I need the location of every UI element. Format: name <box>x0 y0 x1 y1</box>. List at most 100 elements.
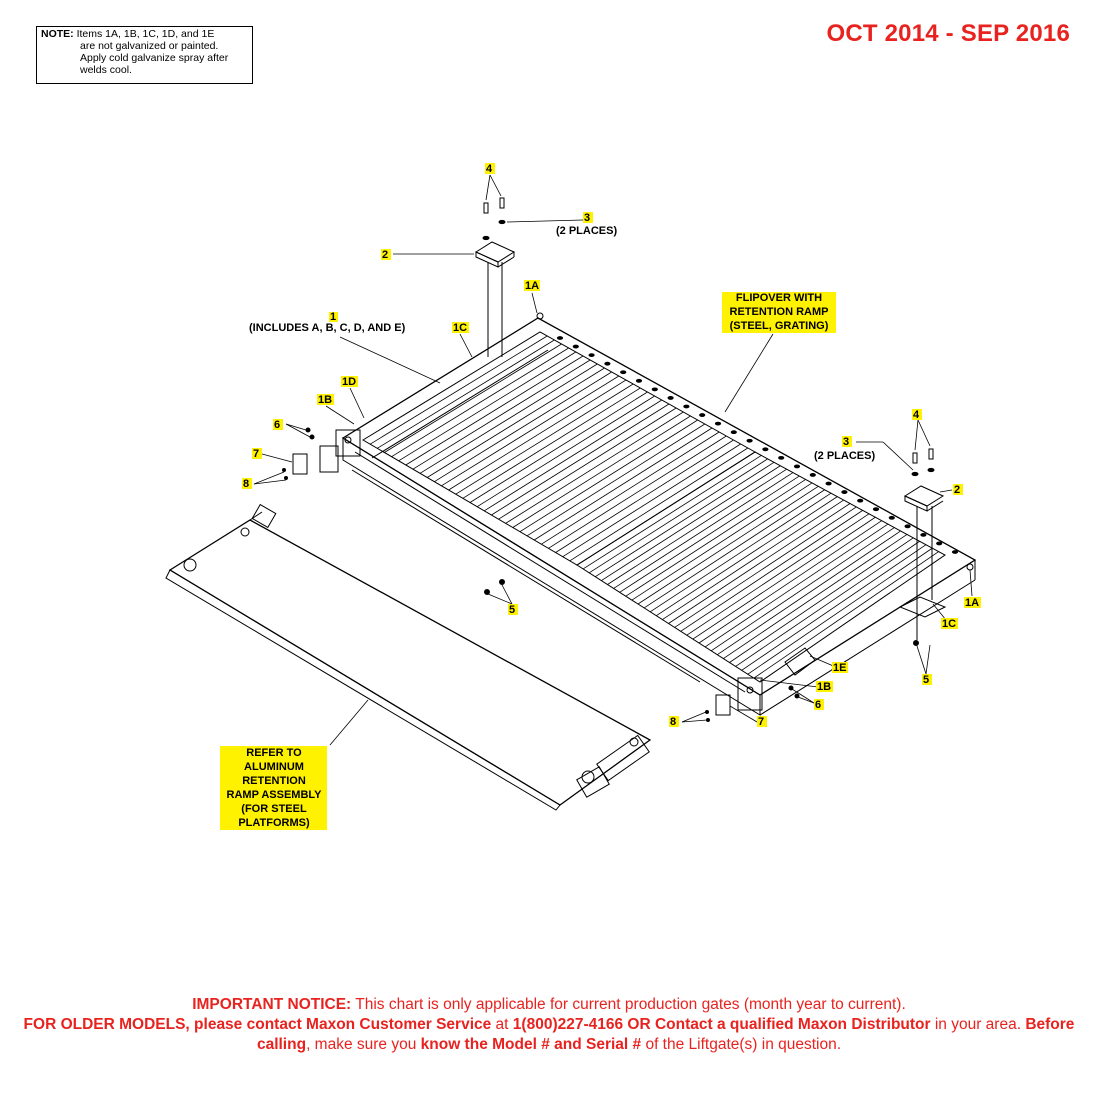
grating-bar <box>643 489 825 609</box>
grating-bar <box>637 485 819 605</box>
grating-bar <box>735 540 920 667</box>
note-text-4: welds cool. <box>80 64 132 76</box>
hinge-block-right <box>737 647 816 711</box>
notice-important-text: This chart is only applicable for curren… <box>351 996 906 1013</box>
svg-text:1E: 1E <box>833 662 846 674</box>
svg-text:4: 4 <box>486 163 493 175</box>
grating-bar <box>601 465 781 581</box>
svg-text:2: 2 <box>382 249 388 261</box>
svg-text:8: 8 <box>243 478 249 490</box>
callout-1b-left: 1B <box>317 394 334 406</box>
callout-5-right: 5 <box>922 674 932 686</box>
grating-bar <box>674 506 857 628</box>
grating-bar <box>426 367 605 478</box>
svg-text:3: 3 <box>584 212 590 224</box>
grating-bar <box>548 435 727 549</box>
grating-bar <box>455 383 634 495</box>
retention-hole <box>872 507 880 512</box>
grating-bar <box>680 510 863 632</box>
notice-make-sure: , make sure you <box>306 1036 421 1053</box>
grating-bar <box>484 399 663 512</box>
stop-block-left <box>282 427 315 480</box>
grating-bar <box>384 343 562 453</box>
retention-hole <box>809 473 816 477</box>
grating-bar <box>710 527 895 652</box>
svg-text:5: 5 <box>509 604 515 616</box>
grating-bar <box>656 496 838 617</box>
grating-bar <box>729 537 914 663</box>
retention-hole <box>730 430 737 435</box>
grating-bar <box>649 492 832 613</box>
retention-hole <box>857 498 864 503</box>
nuts-left <box>484 579 505 595</box>
retention-holes <box>556 336 959 554</box>
retention-hole <box>841 490 848 494</box>
note-box: NOTE: Items 1A, 1B, 1C, 1D, and 1E are n… <box>36 26 253 84</box>
grating-bar <box>469 391 648 503</box>
retention-hole <box>778 455 785 460</box>
grating-bar <box>519 419 698 533</box>
date-range-title: OCT 2014 - SEP 2016 <box>826 20 1070 47</box>
grating-bar <box>631 482 813 601</box>
grating-bar <box>541 431 720 545</box>
retention-hole <box>762 447 769 452</box>
notice-older-models: FOR OLDER MODELS, please contact Maxon C… <box>23 1016 492 1033</box>
grating-bar <box>607 468 787 585</box>
callout-8-right: 8 <box>669 716 679 728</box>
retention-hole <box>699 413 706 417</box>
spacer-plate-top <box>474 241 516 268</box>
grating-bar <box>698 520 882 644</box>
retention-hole <box>620 370 627 375</box>
grating-bar <box>613 472 794 589</box>
retention-hole <box>714 421 722 426</box>
note-label: NOTE: <box>41 28 74 40</box>
retention-hole <box>651 387 658 392</box>
callout-6-left: 6 <box>273 419 283 431</box>
grating-bar <box>569 447 749 562</box>
retention-hole <box>667 396 674 400</box>
retention-hole <box>793 464 801 469</box>
callout-1d: 1D <box>341 376 358 388</box>
grating-bar <box>704 523 889 648</box>
svg-text:RETENTION RAMP: RETENTION RAMP <box>730 306 829 318</box>
callout-7-right: 7 <box>757 716 767 728</box>
grating-bar <box>476 395 655 508</box>
notice-before-calling: Before calling <box>256 1016 1075 1053</box>
callout-7-left: 7 <box>252 448 262 460</box>
svg-text:REFER TO: REFER TO <box>246 747 302 759</box>
grating-bar <box>398 351 577 462</box>
svg-text:1C: 1C <box>453 322 467 334</box>
grating-bar <box>448 379 627 491</box>
grating-bar <box>625 479 806 597</box>
grating-bar <box>412 359 591 470</box>
svg-text:5: 5 <box>923 674 929 686</box>
grating-bar <box>562 443 741 558</box>
grating-bar <box>512 415 691 528</box>
callout-2-top: 2 <box>381 249 391 261</box>
svg-text:(STEEL, GRATING): (STEEL, GRATING) <box>730 320 829 332</box>
svg-text:3: 3 <box>843 436 849 448</box>
notice-phone: 1(800)227-4166 OR Contact a qualified Ma… <box>512 1016 931 1033</box>
grating-bar <box>462 387 641 499</box>
grating-bar <box>491 403 670 516</box>
callout-8-left: 8 <box>242 478 252 490</box>
callout-2-right: 2 <box>953 484 963 496</box>
callout-1a-right: 1A <box>964 597 981 609</box>
svg-text:PLATFORMS): PLATFORMS) <box>238 817 310 829</box>
note-text-1: Items 1A, 1B, 1C, 1D, and 1E <box>76 28 215 40</box>
svg-text:1D: 1D <box>342 376 356 388</box>
svg-text:6: 6 <box>274 419 280 431</box>
retention-hole <box>588 353 595 358</box>
callout-1c-top: 1C <box>452 322 469 334</box>
retention-hole <box>904 524 911 529</box>
callout-4-top: 4 <box>485 163 495 175</box>
retention-hole <box>635 378 643 383</box>
svg-text:(INCLUDES A, B, C, D, AND E): (INCLUDES A, B, C, D, AND E) <box>249 322 406 334</box>
svg-text:6: 6 <box>815 699 821 711</box>
grating-panel-left <box>362 331 756 566</box>
callout-3-right: 3 (2 PLACES) <box>814 436 875 462</box>
svg-text:FLIPOVER WITH: FLIPOVER WITH <box>736 292 822 304</box>
svg-text:4: 4 <box>913 409 920 421</box>
callout-1a-top: 1A <box>524 280 540 292</box>
retention-hole <box>556 336 564 340</box>
